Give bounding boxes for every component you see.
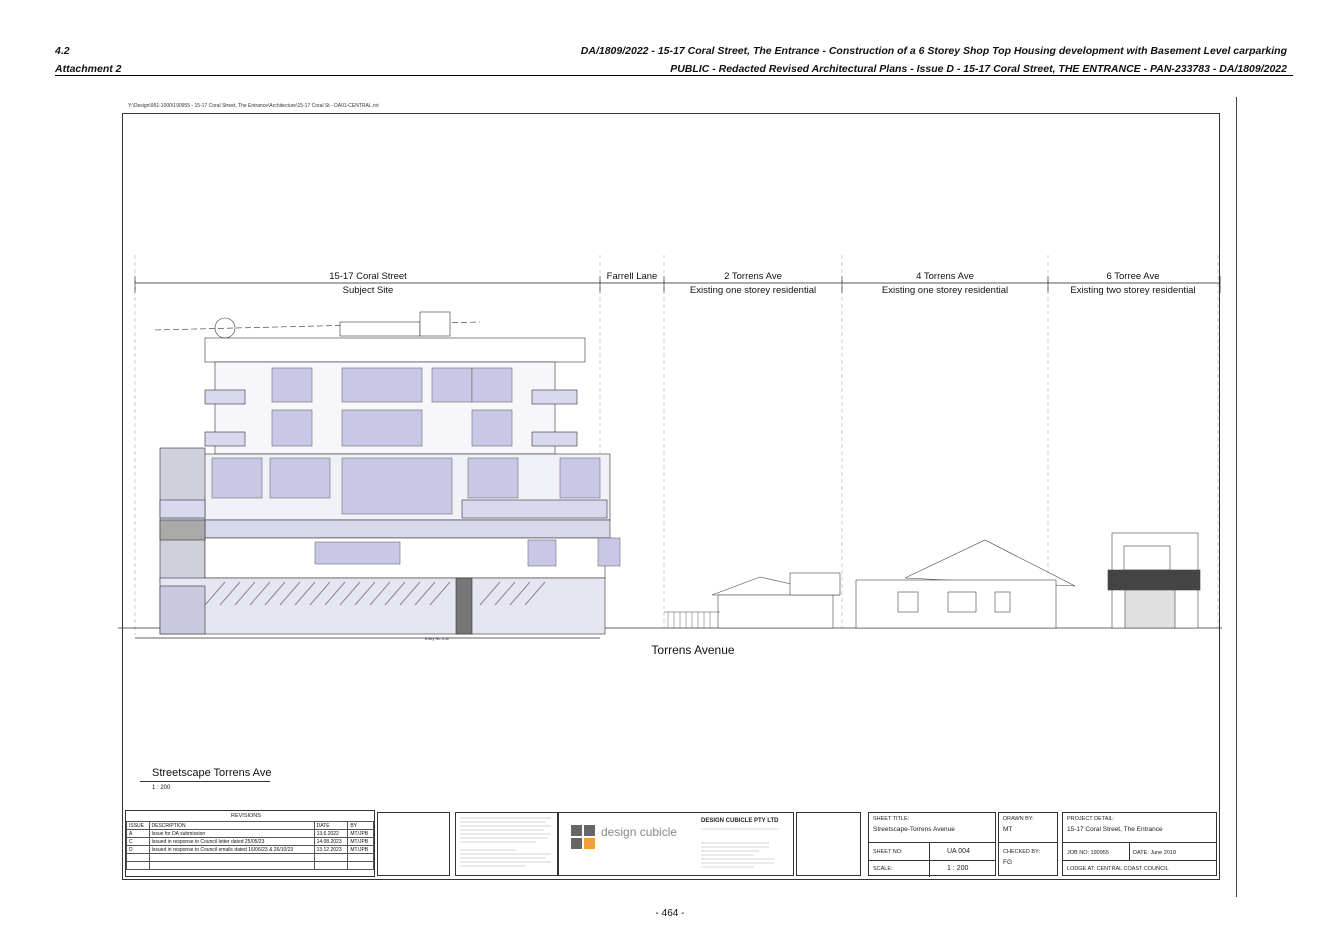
rev-header-by: BY bbox=[347, 821, 374, 830]
blank-box-2 bbox=[796, 812, 861, 876]
table-row: A Issue for DA submission 13.6.2022 MT/J… bbox=[126, 829, 374, 838]
item-number: 4.2 bbox=[55, 45, 70, 57]
sheet-title: Streetscape-Torrens Avenue bbox=[873, 826, 955, 833]
rev-by: MT/JPB bbox=[347, 829, 374, 838]
project-date: DATE: June 2018 bbox=[1133, 850, 1177, 856]
site-desc-subject: Subject Site bbox=[342, 285, 394, 296]
rev-date: 13.12.2023 bbox=[313, 845, 349, 854]
rev-issue: D bbox=[126, 845, 150, 854]
rev-description: Issue for DA submission bbox=[148, 829, 315, 838]
notes-text-lines bbox=[460, 817, 551, 867]
checked-by-label: CHECKED BY: bbox=[1003, 849, 1040, 855]
sheet-no-label: SHEET NO: bbox=[873, 849, 903, 855]
site-name-4-torrens: 4 Torrens Ave bbox=[916, 271, 974, 282]
firm-name: DESIGN CUBICLE PTY LTD bbox=[701, 818, 779, 824]
attachment-label: Attachment 2 bbox=[55, 63, 122, 75]
project-detail: 15-17 Coral Street, The Entrance bbox=[1067, 826, 1163, 833]
rev-description: Issued in response to Council letter dat… bbox=[148, 837, 315, 846]
notes-box bbox=[455, 812, 558, 876]
rev-header-issue: ISSUE bbox=[126, 821, 150, 830]
scale-label: SCALE: bbox=[873, 866, 893, 872]
firm-contact-lines bbox=[701, 828, 779, 868]
sheet-no: UA 004 bbox=[947, 848, 970, 855]
site-desc-6-torree: Existing two storey residential bbox=[1070, 285, 1196, 296]
revisions-table: ISSUE DESCRIPTION DATE BY A Issue for DA… bbox=[126, 821, 374, 870]
rev-issue: C bbox=[126, 837, 150, 846]
header-line2: PUBLIC - Redacted Revised Architectural … bbox=[670, 63, 1287, 75]
rev-by: MT/JPB bbox=[347, 837, 374, 846]
scale-value: 1 : 200 bbox=[947, 865, 969, 872]
firm-logo-text: design cubicle bbox=[601, 825, 678, 839]
table-row: D Issued in response to Council emails d… bbox=[126, 845, 374, 854]
drawn-box: DRAWN BY: MT CHECKED BY: FG bbox=[998, 812, 1058, 876]
rev-description: Issued in response to Council emails dat… bbox=[148, 845, 315, 854]
rev-issue: A bbox=[126, 829, 150, 838]
site-desc-4-torrens: Existing one storey residential bbox=[881, 285, 1009, 296]
site-desc-2-torrens: Existing one storey residential bbox=[689, 285, 817, 296]
drawing-sheet bbox=[122, 113, 1220, 880]
table-row: C Issued in response to Council letter d… bbox=[126, 837, 374, 846]
header-rule bbox=[55, 75, 1293, 76]
margin-line bbox=[1236, 97, 1237, 897]
blank-box bbox=[377, 812, 450, 876]
sheet-title-label: SHEET TITLE: bbox=[873, 816, 910, 822]
view-title: Streetscape Torrens Ave bbox=[152, 767, 272, 779]
revisions-title: REVISIONS bbox=[231, 813, 261, 819]
entry-level-label: Entry RL 3.11 bbox=[425, 636, 450, 641]
site-name-subject: 15-17 Coral Street bbox=[329, 271, 407, 282]
rev-date: 13.6.2022 bbox=[313, 829, 349, 838]
revisions-block: REVISIONS ISSUE DESCRIPTION DATE BY A Is… bbox=[125, 810, 375, 877]
lodge-at: LODGE AT: CENTRAL COAST COUNCIL bbox=[1067, 866, 1169, 872]
rev-header-description: DESCRIPTION bbox=[148, 821, 315, 830]
rev-header-date: DATE bbox=[313, 821, 349, 830]
site-name-2-torrens: 2 Torrens Ave bbox=[724, 271, 782, 282]
rev-by: MT/JPB bbox=[347, 845, 374, 854]
view-title-underline bbox=[140, 781, 270, 782]
header-line1: DA/1809/2022 - 15-17 Coral Street, The E… bbox=[580, 45, 1287, 57]
page-number: - 464 - bbox=[655, 908, 685, 919]
view-scale: 1 : 200 bbox=[152, 785, 171, 791]
site-name-lane: Farrell Lane bbox=[606, 271, 658, 282]
project-detail-label: PROJECT DETAIL: bbox=[1067, 816, 1115, 822]
project-box: PROJECT DETAIL: 15-17 Coral Street, The … bbox=[1062, 812, 1217, 876]
rev-date: 14.08.2023 bbox=[313, 837, 349, 846]
drawn-by-label: DRAWN BY: bbox=[1003, 816, 1034, 822]
firm-logo-icon bbox=[571, 825, 595, 849]
firm-box: design cubicle DESIGN CUBICLE PTY LTD bbox=[558, 812, 794, 876]
sheet-info-box: SHEET TITLE: Streetscape-Torrens Avenue … bbox=[868, 812, 996, 877]
job-number: JOB NO: 190955 bbox=[1067, 850, 1109, 856]
checked-by: FG bbox=[1003, 859, 1013, 866]
site-name-6-torree: 6 Torree Ave bbox=[1106, 271, 1160, 282]
drawn-by: MT bbox=[1003, 826, 1013, 833]
file-path: Y:\Design\951-1000\190955 - 15-17 Coral … bbox=[128, 103, 379, 109]
street-label: Torrens Avenue bbox=[651, 643, 735, 657]
